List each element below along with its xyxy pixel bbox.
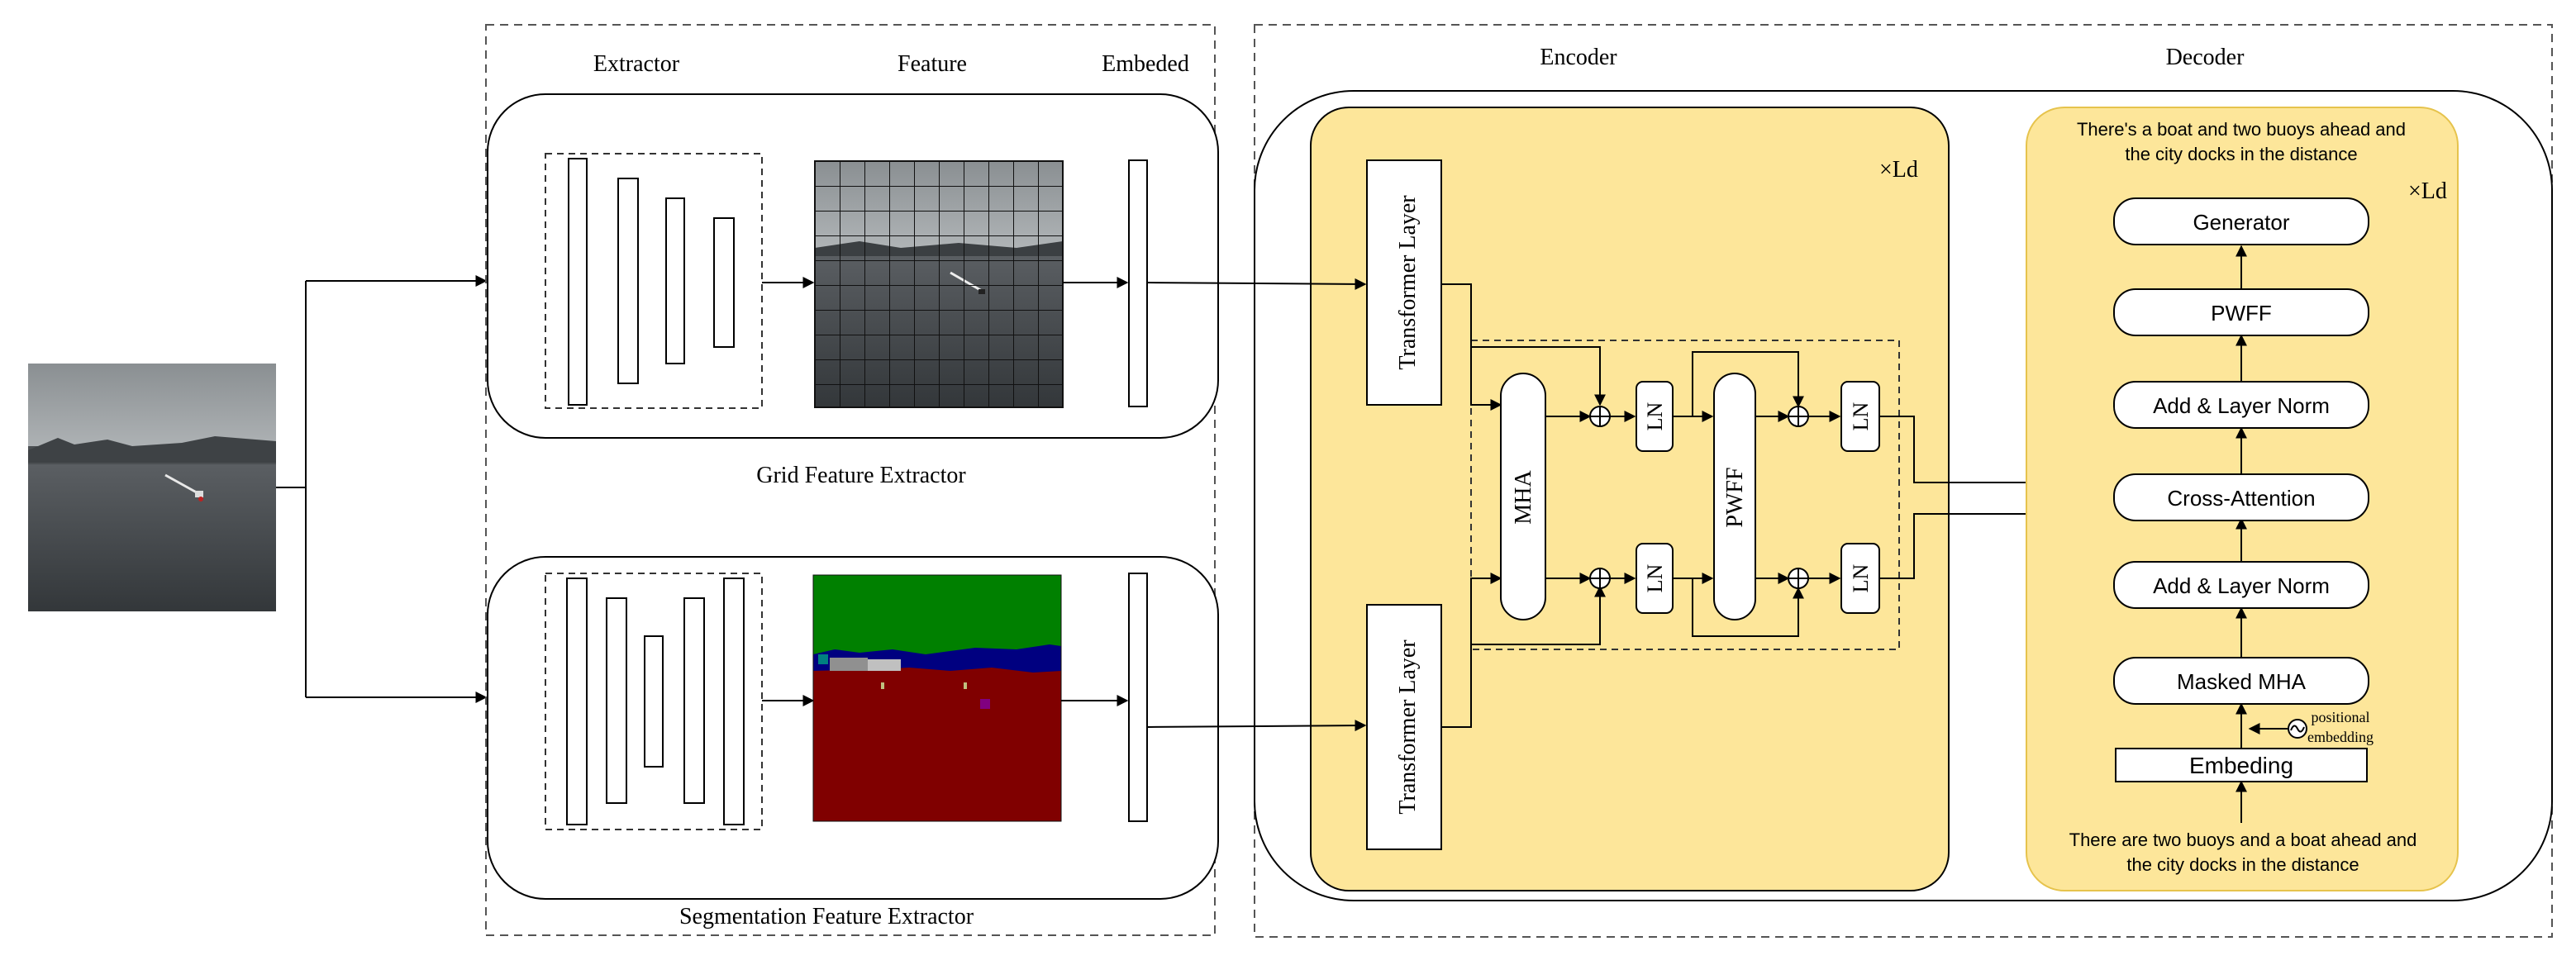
generator-label: Generator (2193, 210, 2289, 235)
decoder-heading: Decoder (2166, 45, 2245, 70)
decoder-pwff-block (2113, 288, 2369, 336)
grid-cnn-dashed-box (545, 153, 763, 409)
add-norm-upper-label: Add & Layer Norm (2153, 393, 2330, 418)
add-norm-upper-block (2113, 381, 2369, 429)
transformer-layer-top-label: Transformer Layer (1395, 195, 1421, 370)
add-norm-lower-label: Add & Layer Norm (2153, 573, 2330, 598)
seg-cnn-layers (566, 578, 745, 825)
ln-block-2-label: LN (1643, 563, 1667, 592)
decoder-output-caption-line1: There's a boat and two buoys ahead and (2077, 119, 2406, 140)
encoder-wiring (1441, 283, 2114, 728)
add-norm-lower-block (2113, 561, 2369, 609)
decoder-output-caption-line2: the city docks in the distance (2125, 144, 2357, 164)
extractor-heading: Extractor (593, 51, 680, 77)
seg-embed-to-encoder-arrow (1146, 720, 1367, 732)
encoder-mha-label: MHA (1511, 470, 1536, 525)
grid-embed-to-encoder-arrow (1146, 278, 1367, 290)
segmentation-feature-map (812, 574, 1062, 822)
encoder-mha-block (1500, 373, 1546, 620)
grid-extractor-label: Grid Feature Extractor (756, 463, 966, 488)
positional-embedding-label-line1: positional (2312, 709, 2370, 725)
encoder-repeat-label: ×Ld (1879, 157, 1918, 183)
embeded-heading: Embeded (1102, 51, 1189, 77)
positional-embedding-label-line2: embedding (2307, 729, 2374, 745)
ln-block-1 (1636, 381, 1674, 452)
grid-embedding-bar (1128, 159, 1148, 407)
seg-cnn-dashed-box (545, 573, 763, 830)
encoder-attention-dashed-box (1470, 340, 1900, 650)
ln-block-3-label: LN (1849, 402, 1873, 430)
generator-block-bg (2113, 197, 2369, 245)
cross-attention-label: Cross-Attention (2167, 486, 2315, 511)
transformer-layer-bottom-label: Transformer Layer (1395, 639, 1421, 815)
positional-encoding-icon (2288, 719, 2307, 739)
input-photo (28, 364, 276, 611)
residual-add-nodes (1589, 406, 1809, 589)
grid-cnn-layers (568, 158, 735, 406)
ln-block-2 (1636, 543, 1674, 614)
encoder-pwff-block (1713, 373, 1756, 620)
cross-attention-block (2113, 473, 2369, 521)
ln-block-4-label: LN (1849, 563, 1873, 592)
transformer-layer-top (1366, 159, 1442, 406)
feature-section-dashed-box (485, 24, 1216, 936)
decoder-input-caption-line1: There are two buoys and a boat ahead and (2069, 830, 2417, 850)
segmentation-extractor-label: Segmentation Feature Extractor (679, 904, 974, 929)
decoder-wiring (2236, 245, 2288, 823)
masked-mha-block (2113, 657, 2369, 705)
ln-block-4 (1840, 543, 1880, 614)
transformer-layer-bottom (1366, 604, 1442, 850)
encoder-pwff-label: PWFF (1722, 467, 1748, 527)
decoder-repeat-label: ×Ld (2408, 178, 2447, 204)
embedding-label: Embeding (2189, 753, 2293, 778)
decoder-input-caption-line2: the city docks in the distance (2126, 854, 2359, 875)
embedding-block (2115, 748, 2368, 782)
seg-embedding-bar (1128, 573, 1148, 822)
grid-feature-map (814, 160, 1064, 408)
ln-block-1-label: LN (1643, 402, 1667, 430)
ln-block-3 (1840, 381, 1880, 452)
decoder-pwff-label: PWFF (2211, 301, 2272, 326)
feature-heading: Feature (898, 51, 967, 77)
masked-mha-label: Masked MHA (2177, 669, 2307, 694)
encoder-heading: Encoder (1540, 45, 1617, 70)
